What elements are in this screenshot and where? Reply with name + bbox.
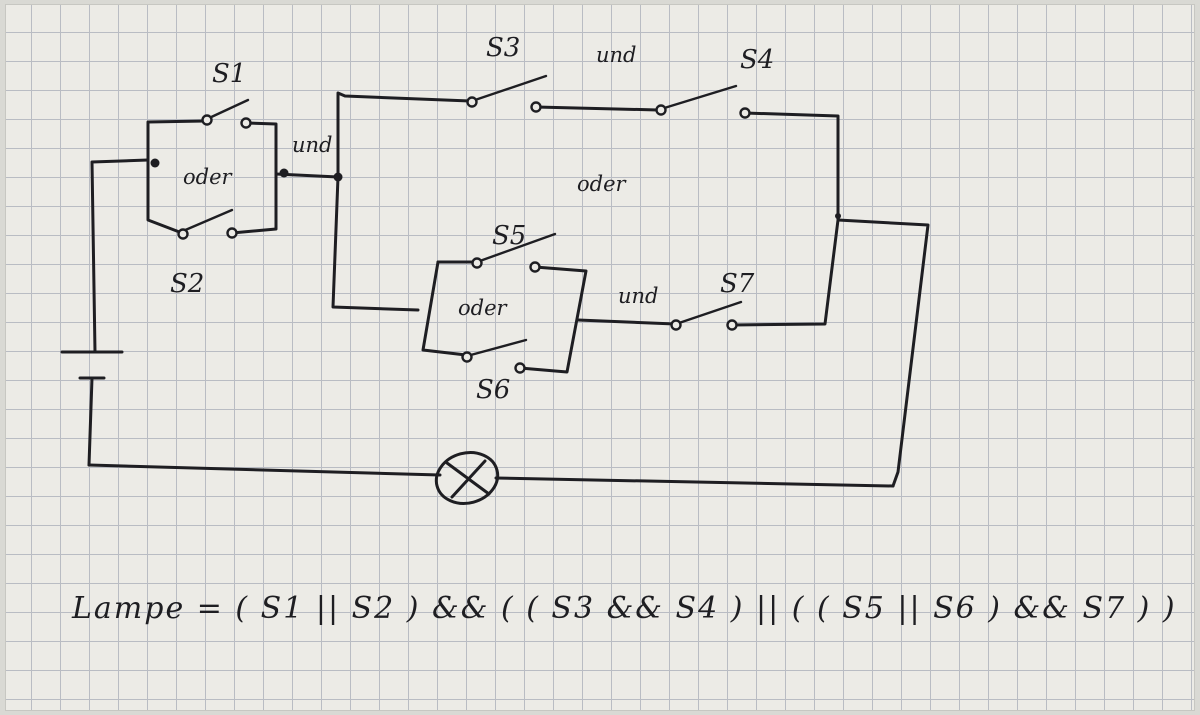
word-und-s7: und (618, 284, 659, 308)
label-s2: S2 (170, 269, 204, 299)
switch-s3 (466, 74, 548, 113)
switch-s6 (461, 338, 528, 374)
word-oder-s5-s6: oder (458, 296, 509, 320)
boolean-formula: Lampe = ( S1 || S2 ) && ( ( S3 && S4 ) |… (71, 591, 1177, 626)
label-s4: S4 (740, 45, 774, 75)
label-s7: S7 (720, 269, 755, 299)
lamp-wire (87, 218, 930, 488)
s5-s6-parallel-block (421, 260, 677, 374)
s1-s2-parallel-block (146, 119, 340, 235)
switch-s7 (670, 300, 743, 331)
label-s5: S5 (492, 221, 526, 251)
word-und-top: und (596, 43, 637, 67)
word-oder-main: oder (577, 172, 628, 196)
switch-s4 (655, 84, 751, 119)
switch-s1 (201, 98, 252, 129)
label-s3: S3 (486, 33, 520, 63)
word-oder-s1-s2: oder (183, 165, 234, 189)
switch-s2 (177, 208, 238, 240)
label-s6: S6 (476, 375, 510, 405)
label-s1: S1 (212, 59, 246, 89)
lamp-symbol (434, 451, 500, 505)
switch-s5 (471, 232, 557, 273)
word-und-left: und (292, 133, 333, 157)
main-parallel-wires (331, 91, 841, 327)
battery-symbol (60, 158, 150, 467)
